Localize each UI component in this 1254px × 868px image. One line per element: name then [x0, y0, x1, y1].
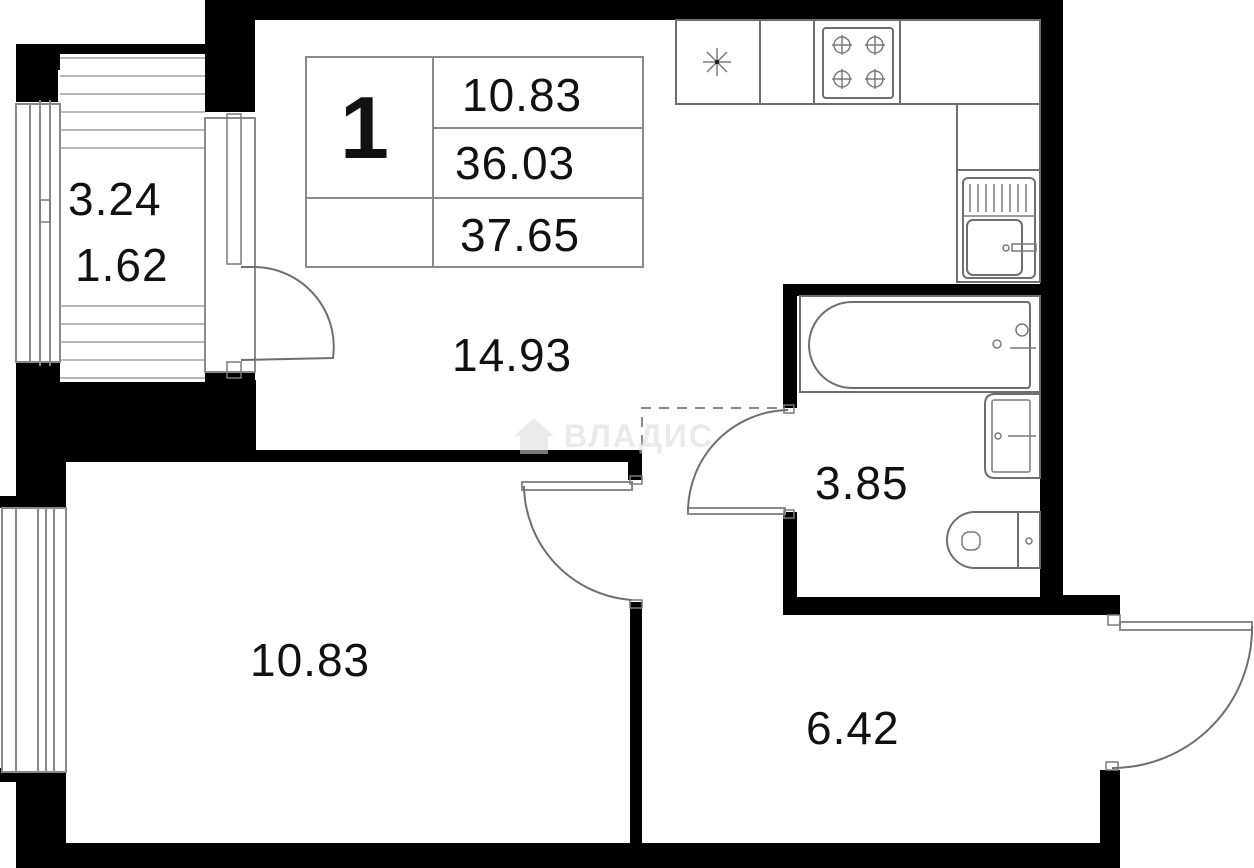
balcony-slats — [60, 57, 205, 379]
bedroom-window — [1, 507, 67, 773]
summary-table-grid — [305, 56, 644, 268]
entry-door — [1105, 614, 1254, 771]
stove-icon — [822, 27, 894, 99]
total-area-value: 37.65 — [460, 209, 581, 261]
bathroom-fixtures — [799, 295, 1041, 569]
toilet-icon — [946, 511, 1041, 569]
bedroom-area: 10.83 — [250, 634, 371, 686]
balcony-area: 3.24 — [68, 173, 162, 225]
watermark-text: ВЛАДИС — [564, 417, 714, 454]
balcony-reduced-area: 1.62 — [75, 239, 169, 291]
bedroom-door — [521, 475, 643, 609]
walls — [0, 0, 1120, 868]
washbasin-icon — [984, 393, 1041, 479]
hood-icon — [703, 48, 731, 76]
balcony-door — [240, 266, 335, 361]
house-icon — [514, 418, 554, 454]
hallway-area: 6.42 — [806, 702, 900, 754]
sink-icon — [962, 177, 1037, 279]
kitchen-counter — [675, 19, 1041, 283]
area-without-balcony-value: 36.03 — [455, 137, 576, 189]
balcony — [15, 54, 256, 382]
bathroom-area: 3.85 — [815, 457, 909, 509]
kitchen-living-area: 14.93 — [452, 329, 573, 381]
kitchen-opening — [641, 407, 780, 445]
living-area-value: 10.83 — [462, 69, 583, 121]
bathtub-icon — [808, 301, 1031, 389]
bathroom-door — [687, 404, 795, 519]
rooms-count: 1 — [340, 78, 390, 177]
watermark: ВЛАДИС — [512, 416, 714, 456]
